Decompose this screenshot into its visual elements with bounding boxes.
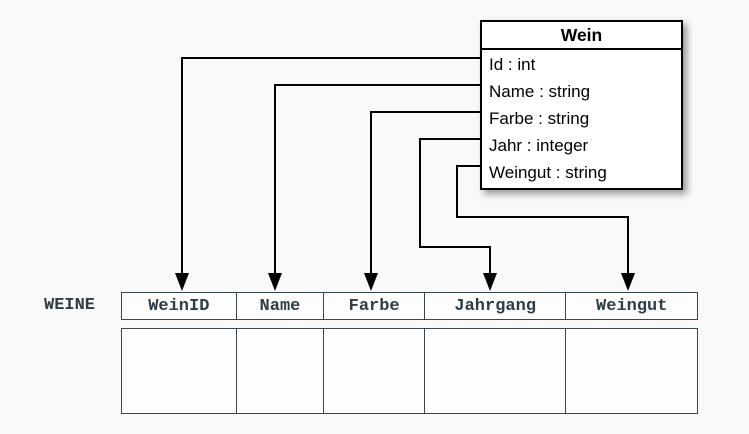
arrowhead-weinid — [175, 273, 189, 291]
column-header-weingut: Weingut — [596, 296, 668, 316]
table-cell-empty — [122, 329, 237, 413]
connector-id-to-weinid — [181, 57, 480, 276]
table-cell-empty — [425, 329, 567, 413]
class-attribute-jahr: Jahr : integer — [489, 136, 589, 155]
class-attribute-farbe: Farbe : string — [489, 109, 590, 128]
class-attribute-id: Id : int — [489, 55, 536, 74]
column-header-jahrgang: Jahrgang — [425, 293, 567, 319]
column-header-farbe: Farbe — [324, 293, 425, 319]
table-body-row — [121, 328, 698, 414]
class-title: Wein — [482, 22, 681, 50]
column-header-weinid: WeinID — [122, 293, 237, 319]
arrowhead-name — [268, 273, 282, 291]
arrowhead-farbe — [364, 273, 378, 291]
connector-farbe-to-farbe — [370, 111, 480, 276]
arrowhead-jahrgang — [483, 273, 497, 291]
table-name-label: WEINE — [44, 296, 96, 315]
connector-weingut-to-weingut — [456, 165, 629, 276]
connector-jahr-to-jahrgang — [419, 138, 491, 276]
class-attribute-list: Id : int Name : string Farbe : string Ja… — [482, 50, 681, 188]
class-attribute-name: Name : string — [489, 82, 591, 101]
connector-name-to-name — [274, 84, 480, 276]
column-header-name: Name — [237, 293, 325, 319]
table-cell-empty — [237, 329, 325, 413]
table-cell-empty — [324, 329, 425, 413]
class-attribute-weingut: Weingut : string — [489, 163, 607, 182]
table-header-row: WeinID Name Farbe Jahrgang Weingut — [121, 292, 698, 320]
table-cell-empty — [566, 329, 697, 413]
arrowhead-weingut — [621, 273, 635, 291]
uml-class-box-wein: Wein Id : int Name : string Farbe : stri… — [480, 20, 683, 190]
